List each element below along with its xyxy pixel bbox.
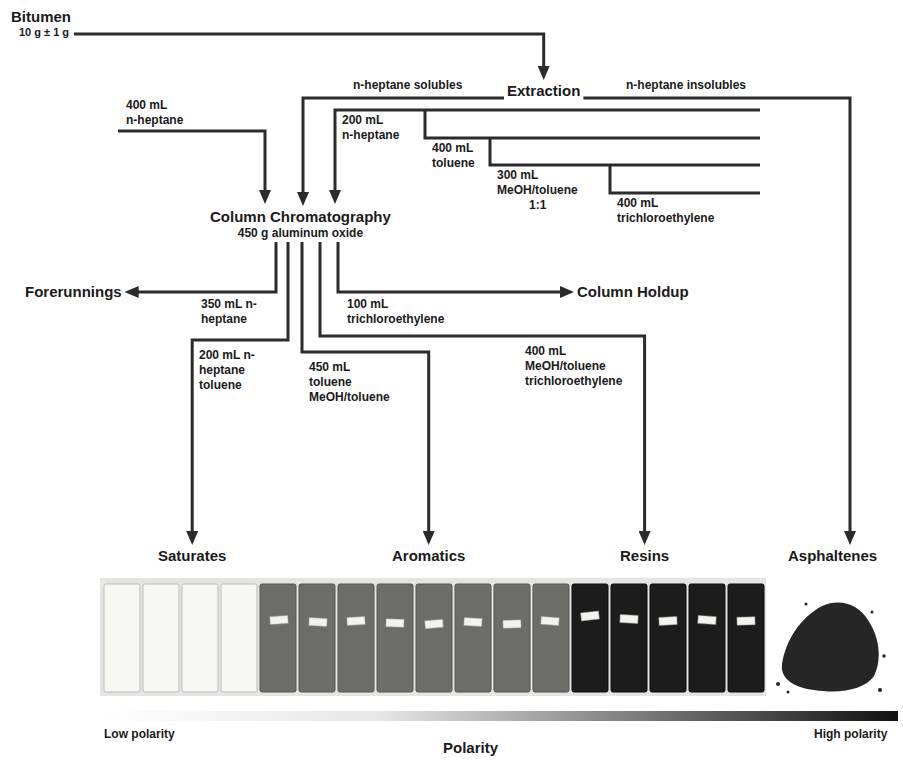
fraction-label: Resins (617, 545, 672, 567)
vial-photo (100, 578, 766, 696)
vial (377, 584, 413, 692)
vial (494, 584, 530, 692)
edge-label: 350 mL n-heptane (200, 297, 276, 327)
asphaltene-powder (776, 602, 886, 693)
node-title: Asphaltenes (788, 547, 877, 565)
solvent-label: 300 mL (496, 168, 539, 183)
axis-label: Low polarity (103, 727, 176, 742)
fraction-label: Aromatics (389, 545, 468, 567)
vial (416, 584, 452, 692)
vial-tag (464, 618, 482, 627)
vial-tag (581, 611, 600, 621)
axis-label: High polarity (813, 727, 888, 742)
vial-tag (503, 620, 521, 629)
flow-arrow (338, 242, 564, 292)
solvent-label: 400 mL (616, 196, 659, 211)
vial-tag (425, 619, 444, 629)
flow-arrow (135, 242, 276, 292)
process-step: Column Chromatography450 g aluminum oxid… (207, 206, 394, 242)
powder-grain (776, 682, 780, 686)
vial (533, 584, 569, 692)
saturate-vials (104, 584, 257, 692)
node-title: Column Chromatography (210, 208, 391, 226)
vial (299, 584, 335, 692)
powder-grain (787, 691, 790, 694)
powder-grain (882, 654, 886, 658)
powder-grain (871, 611, 874, 614)
vial (728, 584, 764, 692)
solvent-feed-lines (118, 110, 760, 194)
vial (650, 584, 686, 692)
aromatic-vials (260, 584, 569, 692)
vial (143, 584, 179, 692)
axis-label: Polarity (442, 738, 499, 757)
vial (338, 584, 374, 692)
vial-tag (541, 616, 560, 625)
vial-tag (620, 615, 638, 624)
feed-line (118, 131, 265, 194)
node-title: Extraction (507, 82, 580, 100)
vial-tag (309, 618, 327, 627)
flow-arrow (303, 98, 504, 196)
node-title: Resins (620, 547, 669, 565)
solvent-label: trichloroethylene (616, 211, 715, 226)
solvent-label: 1:1 (528, 198, 547, 213)
vial-tag (347, 617, 365, 626)
node-subtitle: 450 g aluminum oxide (210, 226, 391, 240)
node-title: Aromatics (392, 547, 465, 565)
node-title: Saturates (158, 547, 226, 565)
vial (689, 584, 725, 692)
solvent-label: n-heptane (125, 113, 184, 128)
vial-tag (698, 615, 717, 624)
vial-tag (270, 615, 289, 624)
feed-line (335, 110, 760, 194)
feed-line (610, 165, 760, 193)
process-step: Extraction (504, 80, 583, 102)
vial (611, 584, 647, 692)
node-subtitle: 10 g ± 1 g (19, 26, 71, 39)
solvent-label: toluene (431, 156, 476, 171)
solvent-label: 400 mL (431, 141, 474, 156)
solvent-label: n-heptane (341, 128, 400, 143)
solvent-label: MeOH/toluene (496, 183, 579, 198)
fraction-label: Column Holdup (574, 281, 692, 303)
edge-label: 100 mL trichloroethylene (346, 297, 466, 327)
edge-label: 450 mL toluene MeOH/toluene (308, 360, 394, 405)
powder-grain (805, 603, 808, 606)
powder-pile (782, 602, 879, 691)
vial (260, 584, 296, 692)
node-title: Column Holdup (577, 283, 689, 301)
vial (221, 584, 257, 692)
vial-tag (659, 617, 677, 626)
photo-ground (100, 578, 766, 696)
edge-label: n-heptane insolubles (625, 78, 747, 93)
vial (572, 584, 608, 692)
node-title: Forerunnings (25, 283, 122, 301)
node-title: Bitumen (11, 8, 71, 26)
polarity-bar (100, 711, 898, 721)
flow-arrow (74, 34, 544, 70)
feed-line (490, 138, 760, 165)
vial-tags (270, 611, 755, 629)
fraction-label: Forerunnings (22, 281, 125, 303)
resin-vials (572, 584, 764, 692)
edge-label: n-heptane solubles (352, 78, 463, 93)
solvent-label: 200 mL (341, 113, 384, 128)
flow-arrow (583, 98, 850, 535)
edge-label: 400 mL MeOH/toluene trichloroethylene (524, 344, 638, 389)
vial (455, 584, 491, 692)
feed-line (425, 110, 760, 138)
fraction-label: Saturates (155, 545, 229, 567)
source-material: Bitumen10 g ± 1 g (8, 6, 74, 41)
flow-arrow (192, 242, 288, 535)
vial-tag (386, 619, 404, 628)
powder-grain (878, 688, 882, 692)
vial (104, 584, 140, 692)
fraction-label: Asphaltenes (785, 545, 880, 567)
solvent-label: 400 mL (125, 98, 168, 113)
edge-label: 200 mL n-heptane toluene (198, 348, 274, 393)
vial-tag (737, 617, 755, 626)
vial (182, 584, 218, 692)
